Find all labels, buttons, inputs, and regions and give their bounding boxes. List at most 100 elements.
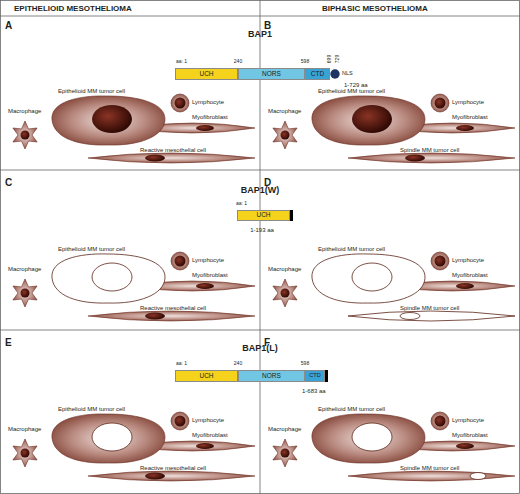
cell-label: Myofibroblast (452, 432, 488, 438)
cell-label: Spindle MM tumor cell (400, 147, 459, 153)
domain-name: UCH (256, 212, 270, 219)
cell-nucleus (405, 155, 425, 162)
protein-name: BAP1(L) (242, 344, 278, 353)
cell-label: Reactive mesothelial cell (140, 465, 206, 471)
tumor-cell (312, 414, 425, 463)
mesothelial-cell (88, 471, 255, 481)
cell-label: Epithelioid MM tumor cell (58, 246, 125, 252)
signal-circle: NLS (330, 69, 340, 79)
cell-label: Macrophage (8, 108, 41, 114)
domain-bar: NORS (238, 370, 305, 382)
domain-name: UCH (199, 373, 213, 380)
residue-number: 598 (301, 361, 309, 366)
macrophage-cell (13, 121, 37, 149)
domain-bar: NORS (238, 68, 305, 80)
cell-label: Macrophage (268, 266, 301, 272)
lymphocyte-cell (171, 94, 189, 112)
tumor-cell (52, 414, 165, 463)
domain-name: CTD (311, 71, 324, 78)
cell-label: Macrophage (8, 266, 41, 272)
domain-bar: UCH (237, 210, 290, 221)
domain-bar: CTD (305, 68, 330, 80)
residue-number: 598 (301, 59, 309, 64)
panel-letter: C (5, 178, 12, 188)
cell-label: Lymphocyte (452, 99, 484, 105)
cell-label: Myofibroblast (192, 432, 228, 438)
circle-outline (330, 69, 340, 79)
domain-bar: UCH (175, 68, 238, 80)
residue-number: 240 (234, 59, 242, 64)
residue-number: 729 (335, 55, 340, 63)
lymphocyte-cell (431, 412, 449, 430)
truncation-cap (325, 370, 328, 382)
cell-label: Lymphocyte (192, 99, 224, 105)
tumor-cell (312, 96, 425, 145)
macrophage-cell (273, 121, 297, 149)
cell-nucleus (92, 263, 132, 291)
spindle-tumor-cell (348, 471, 515, 481)
nls-dot (330, 69, 339, 78)
macrophage-cell (13, 279, 37, 307)
truncation-cap (290, 210, 293, 221)
tumor-cell (312, 254, 425, 303)
lymphocyte-cell (431, 252, 449, 270)
domain-bar: CTD (305, 370, 325, 382)
lymphocyte-cell (171, 412, 189, 430)
residue-number: aa: 1 (176, 361, 187, 366)
column-heading: BIPHASIC MESOTHELIOMA (322, 5, 428, 13)
panel-letter: A (5, 21, 12, 31)
cell-label: Macrophage (268, 426, 301, 432)
cell-nucleus (92, 105, 132, 133)
tumor-cell (52, 254, 165, 303)
protein-length: 1-193 aa (250, 227, 274, 233)
cell-nucleus (352, 423, 392, 451)
macrophage-cell (13, 439, 37, 467)
cell-nucleus (145, 155, 165, 162)
cell-label: Myofibroblast (192, 114, 228, 120)
cell-label: Epithelioid MM tumor cell (58, 406, 125, 412)
cell-panel (273, 252, 515, 321)
cell-panel (13, 252, 255, 321)
cell-nucleus (400, 313, 420, 320)
tumor-cell (52, 96, 165, 145)
protein-name: BAP1(W) (241, 186, 280, 195)
cell-label: Lymphocyte (192, 257, 224, 263)
cell-nucleus (470, 473, 486, 480)
protein-name: BAP1 (248, 30, 272, 39)
cell-panel (13, 94, 255, 163)
residue-number: aa: 1 (176, 59, 187, 64)
cell-panel (273, 94, 515, 163)
macrophage-cell (273, 279, 297, 307)
residue-number: aa: 1 (236, 201, 247, 206)
cell-label: Epithelioid MM tumor cell (318, 246, 385, 252)
cell-nucleus (92, 423, 132, 451)
spindle-tumor-cell (348, 311, 515, 321)
cell-label: Lymphocyte (452, 257, 484, 263)
cell-label: Epithelioid MM tumor cell (58, 88, 125, 94)
macrophage-cell (273, 439, 297, 467)
cell-label: Lymphocyte (452, 417, 484, 423)
cell-label: Myofibroblast (192, 272, 228, 278)
cell-label: Myofibroblast (452, 272, 488, 278)
domain-name: NORS (262, 71, 281, 78)
column-heading: EPITHELIOID MESOTHELIOMA (14, 5, 132, 13)
protein-length: 1-683 aa (302, 388, 326, 394)
cell-label: Epithelioid MM tumor cell (318, 406, 385, 412)
panel-letter: E (5, 338, 12, 348)
cell-label: Epithelioid MM tumor cell (318, 88, 385, 94)
cell-label: Lymphocyte (192, 417, 224, 423)
domain-name: UCH (199, 71, 213, 78)
cell-label: Macrophage (8, 426, 41, 432)
residue-number: 699 (327, 55, 332, 63)
protein-length: 1-729 aa (344, 82, 368, 88)
domain-name: NLS (342, 71, 353, 77)
cell-label: Macrophage (268, 108, 301, 114)
cell-label: Reactive mesothelial cell (140, 305, 206, 311)
cell-panel (13, 412, 255, 481)
cell-label: Spindle MM tumor cell (400, 465, 459, 471)
lymphocyte-cell (171, 252, 189, 270)
cell-nucleus (145, 473, 165, 480)
spindle-tumor-cell (348, 153, 515, 163)
